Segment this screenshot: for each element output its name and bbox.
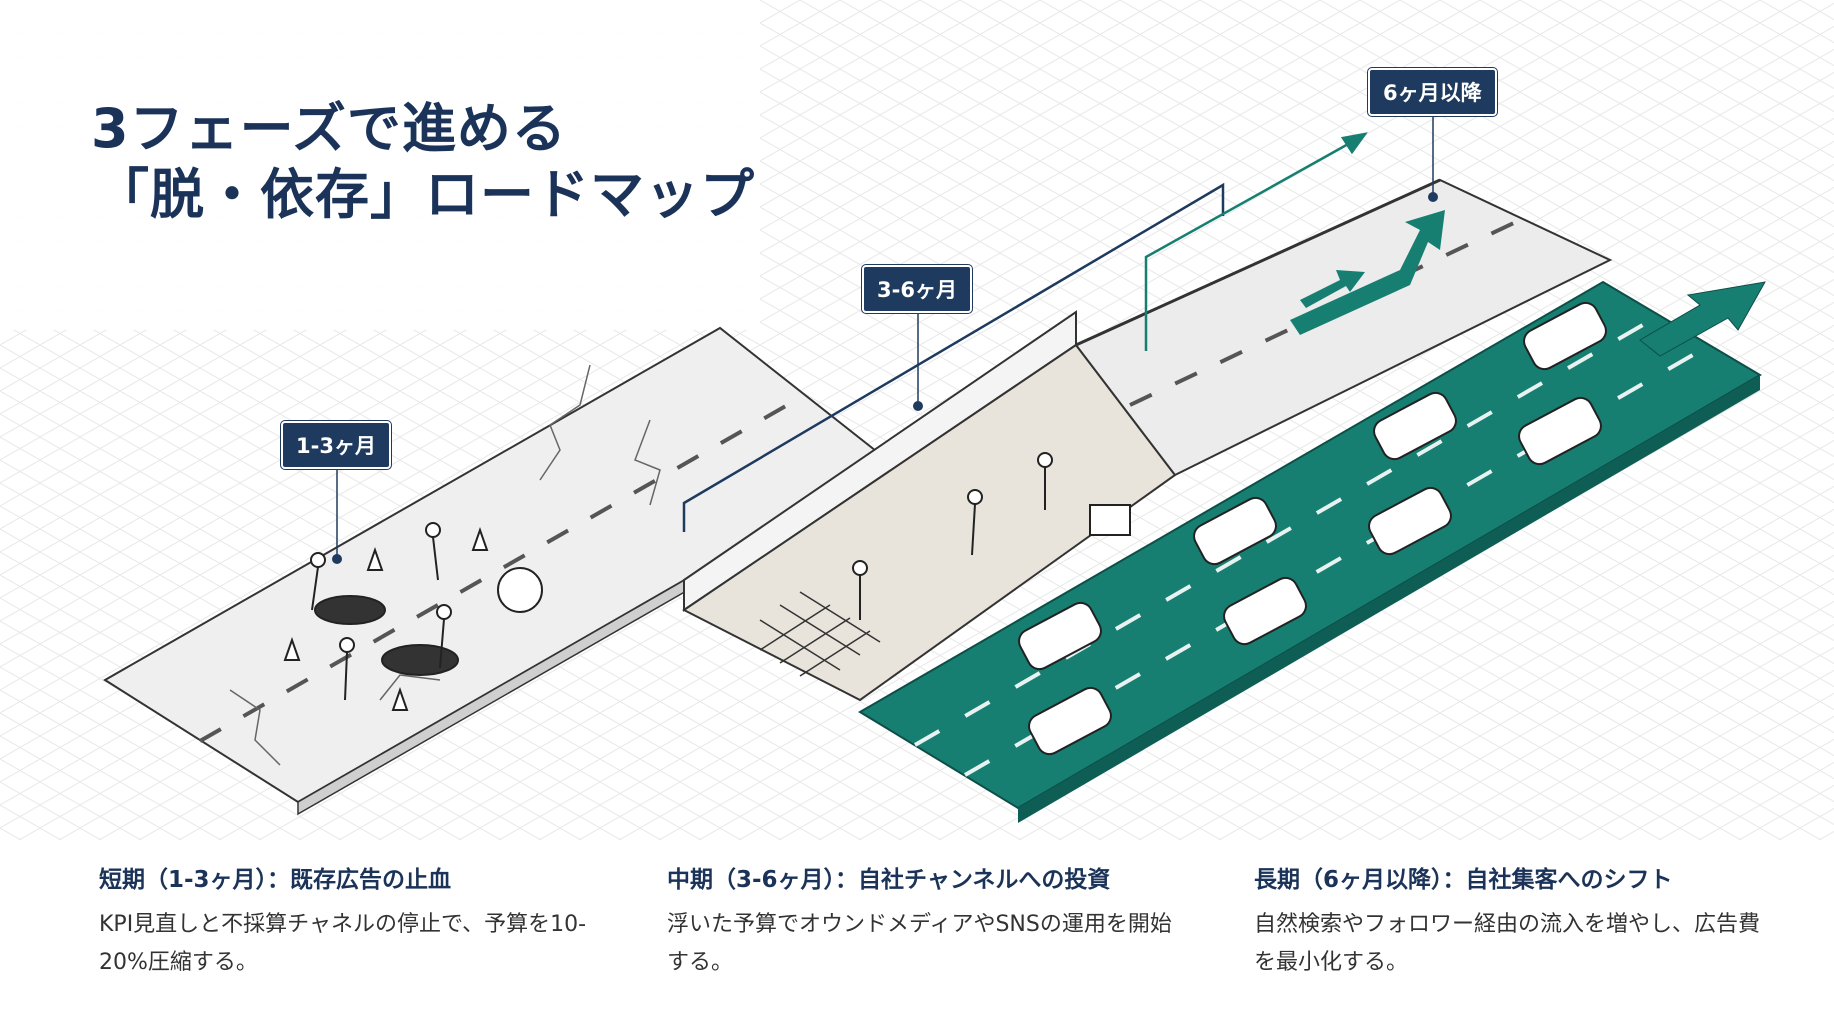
marker-short	[332, 554, 342, 564]
traffic-cones	[283, 526, 489, 711]
crack-lines	[229, 364, 661, 766]
road-mid-term	[682, 310, 1177, 702]
phase-body: 自然検索やフォロワー経由の流入を増やし、広告費を最小化する。	[1254, 912, 1761, 975]
road-upper-lane	[1074, 178, 1613, 477]
phase-body: 浮いた予算でオウンドメディアやSNSの運用を開始する。	[667, 912, 1172, 975]
phase-heading: 短期（1-3ヶ月）：既存広告の止血	[99, 867, 452, 893]
tag-short-term: 1-3ヶ月	[281, 421, 391, 469]
page-title: 3フェーズで進める 「脱・依存」ロードマップ	[91, 96, 755, 228]
workers	[310, 522, 543, 701]
marker-mid	[913, 401, 923, 411]
phase-heading: 中期（3-6ヶ月）：自社チャンネルへの投資	[667, 867, 1111, 893]
big-arrow-icon	[1639, 281, 1766, 357]
title-line-2: 「脱・依存」ロードマップ	[95, 163, 755, 226]
marker-long	[1428, 192, 1438, 202]
phase-body: KPI見直しと不採算チャネルの停止で、予算を10-20%圧縮する。	[99, 912, 587, 975]
phase-short-description: 短期（1-3ヶ月）：既存広告の止血 KPI見直しと不採算チャネルの停止で、予算を…	[99, 860, 619, 982]
phase-connectors	[332, 108, 1438, 564]
title-line-1: 3フェーズで進める	[91, 97, 567, 160]
cars	[1018, 301, 1607, 756]
phase-mid-description: 中期（3-6ヶ月）：自社チャンネルへの投資 浮いた予算でオウンドメディアやSNS…	[667, 860, 1187, 982]
tag-long-term: 6ヶ月以降	[1368, 68, 1497, 116]
up-arrow-icon	[1290, 210, 1445, 335]
tag-mid-term: 3-6ヶ月	[862, 265, 972, 313]
road-long-term	[858, 280, 1766, 823]
phase-long-description: 長期（6ヶ月以降）：自社集客へのシフト 自然検索やフォロワー経由の流入を増やし、…	[1254, 860, 1774, 982]
right-arrow-icon	[1300, 270, 1365, 308]
phase-heading: 長期（6ヶ月以降）：自社集客へのシフト	[1254, 867, 1673, 893]
